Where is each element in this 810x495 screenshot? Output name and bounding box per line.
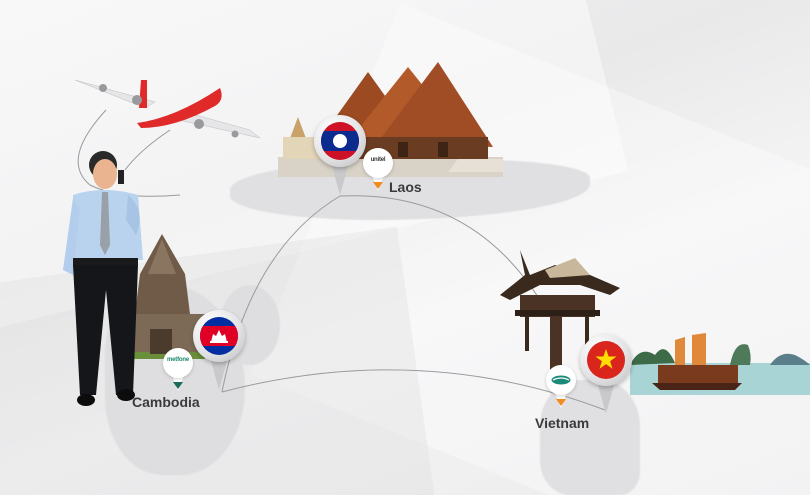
laos-location-pin[interactable] <box>314 115 366 195</box>
vietnam-label: Vietnam <box>535 415 590 431</box>
cambodia-flag-icon <box>200 317 238 355</box>
vietnam-flag-icon <box>587 341 625 379</box>
vietnam-location-pin[interactable] <box>580 334 632 414</box>
pointer-icon <box>556 399 566 406</box>
viettel-operator-pin[interactable] <box>546 365 576 411</box>
cambodia-label: Cambodia <box>132 394 200 410</box>
unitel-operator-pin[interactable]: unitel <box>363 148 393 194</box>
unitel-logo-icon: unitel <box>370 157 386 163</box>
businessman-image <box>63 151 143 406</box>
vietnam-pagoda-image <box>500 250 620 375</box>
viettel-logo-icon <box>551 375 571 385</box>
laos-label: Laos <box>389 179 422 195</box>
metfone-logo-icon: metfone <box>167 357 189 363</box>
pointer-icon <box>173 382 183 389</box>
laos-flag-icon <box>321 122 359 160</box>
airplane-icon <box>75 79 260 139</box>
pointer-icon <box>373 182 383 189</box>
cambodia-location-pin[interactable] <box>193 310 245 390</box>
metfone-operator-pin[interactable]: metfone <box>163 348 193 394</box>
halong-bay-image <box>630 333 810 395</box>
